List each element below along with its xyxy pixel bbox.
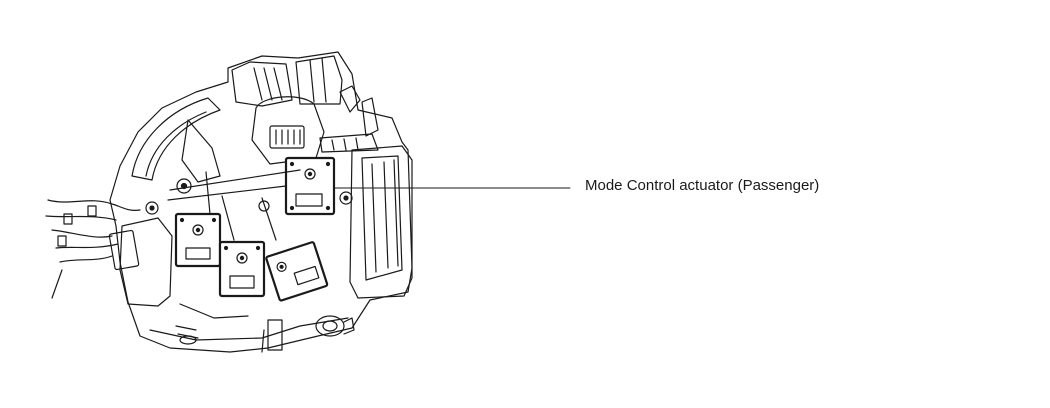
- right-housing: [349, 145, 413, 299]
- lower-left-housing: [119, 217, 173, 307]
- actuator-right-lower: [265, 241, 329, 302]
- callout-mode-control-actuator-passenger: Mode Control actuator (Passenger): [585, 177, 820, 194]
- actuator-center-lower: [218, 240, 266, 298]
- drain-knob: [315, 315, 355, 337]
- actuator-left-upper: [174, 212, 222, 268]
- left-duct: [131, 97, 221, 181]
- top-vent-housing: [231, 61, 293, 107]
- mode-control-actuator-passenger: [284, 156, 336, 216]
- wire-harness-left: [47, 199, 141, 211]
- leader-line-lower-left: [51, 269, 63, 299]
